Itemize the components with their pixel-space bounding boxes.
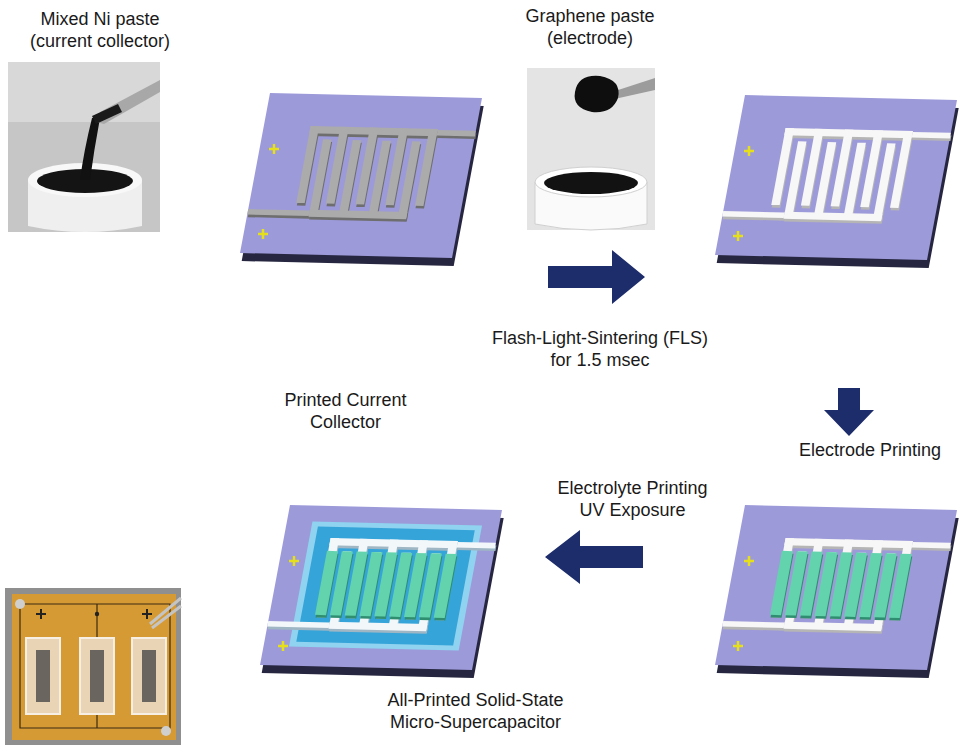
printed-wiring	[20, 604, 170, 728]
stage-caption: Printed Current Collector	[268, 390, 423, 437]
graphene-electrode	[770, 551, 912, 618]
alignment-cross	[744, 556, 754, 566]
step-label: Electrolyte Printing UV Exposure	[545, 478, 720, 525]
alignment-cross	[733, 641, 743, 651]
device-cell	[80, 638, 114, 714]
caption-text: All-Printed Solid-State Micro-Supercapac…	[368, 690, 583, 733]
substrate-top	[260, 505, 502, 670]
step-text: Electrolyte Printing UV Exposure	[545, 478, 720, 521]
substrate	[239, 93, 486, 266]
device-photo	[5, 588, 181, 745]
paste	[92, 104, 122, 124]
device-cell	[26, 638, 60, 714]
substrate-top	[715, 95, 957, 260]
collector-shadow	[723, 540, 952, 635]
device-electrodes	[90, 650, 104, 702]
substrate	[259, 505, 506, 678]
substrate	[714, 95, 961, 268]
photo-ground	[8, 62, 160, 122]
caption-text: Printed Current Collector	[268, 390, 423, 433]
substrate-top	[240, 93, 482, 258]
solder-joint	[15, 599, 25, 609]
substrate	[714, 505, 961, 678]
process-arrow	[824, 388, 874, 436]
graphene-paste-photo	[527, 68, 655, 230]
tweezers	[150, 598, 181, 628]
paste-blob	[575, 76, 619, 112]
device-electrodes	[36, 650, 50, 702]
alignment-cross	[733, 231, 743, 241]
current-collector	[722, 127, 951, 222]
jar-rim	[535, 167, 647, 197]
graphene-electrode	[315, 551, 457, 618]
photo-caption: Graphene paste (electrode)	[515, 6, 665, 53]
caption-text: Mixed Ni paste (current collector)	[20, 9, 180, 52]
alignment-cross	[269, 144, 279, 154]
process-arrow	[545, 530, 643, 584]
alignment-marks	[258, 144, 754, 651]
caption-text: Graphene paste (electrode)	[515, 6, 665, 49]
paste-drip	[80, 118, 100, 180]
step-label: Electrode Printing	[780, 440, 960, 466]
alignment-cross	[278, 641, 288, 651]
polarity-marks	[95, 612, 99, 616]
photo-ground	[5, 588, 181, 745]
alignment-cross	[289, 556, 299, 566]
stage-caption: All-Printed Solid-State Micro-Supercapac…	[368, 690, 583, 737]
current-collector	[722, 537, 951, 632]
solder-joint	[161, 726, 171, 736]
ni-paste-photo	[8, 62, 160, 232]
photo-ground	[8, 62, 160, 232]
process-arrow	[548, 250, 645, 304]
polyimide-film	[12, 594, 176, 740]
step-text: Electrode Printing	[780, 440, 960, 462]
step-text: Flash-Light-Sintering (FLS) for 1.5 msec	[486, 328, 714, 371]
photo-caption: Mixed Ni paste (current collector)	[20, 9, 180, 56]
alignment-cross	[744, 146, 754, 156]
step-label: Flash-Light-Sintering (FLS) for 1.5 msec	[486, 328, 714, 375]
collector-shadow	[268, 540, 497, 635]
substrate-top	[715, 505, 957, 670]
paste	[544, 172, 638, 194]
polarity-marks	[36, 609, 152, 619]
device-cell	[132, 638, 166, 714]
alignment-cross	[258, 229, 268, 239]
current-collector	[267, 537, 496, 632]
device-electrodes	[142, 650, 156, 702]
photo-ground	[527, 68, 655, 230]
current-collector	[247, 125, 476, 220]
